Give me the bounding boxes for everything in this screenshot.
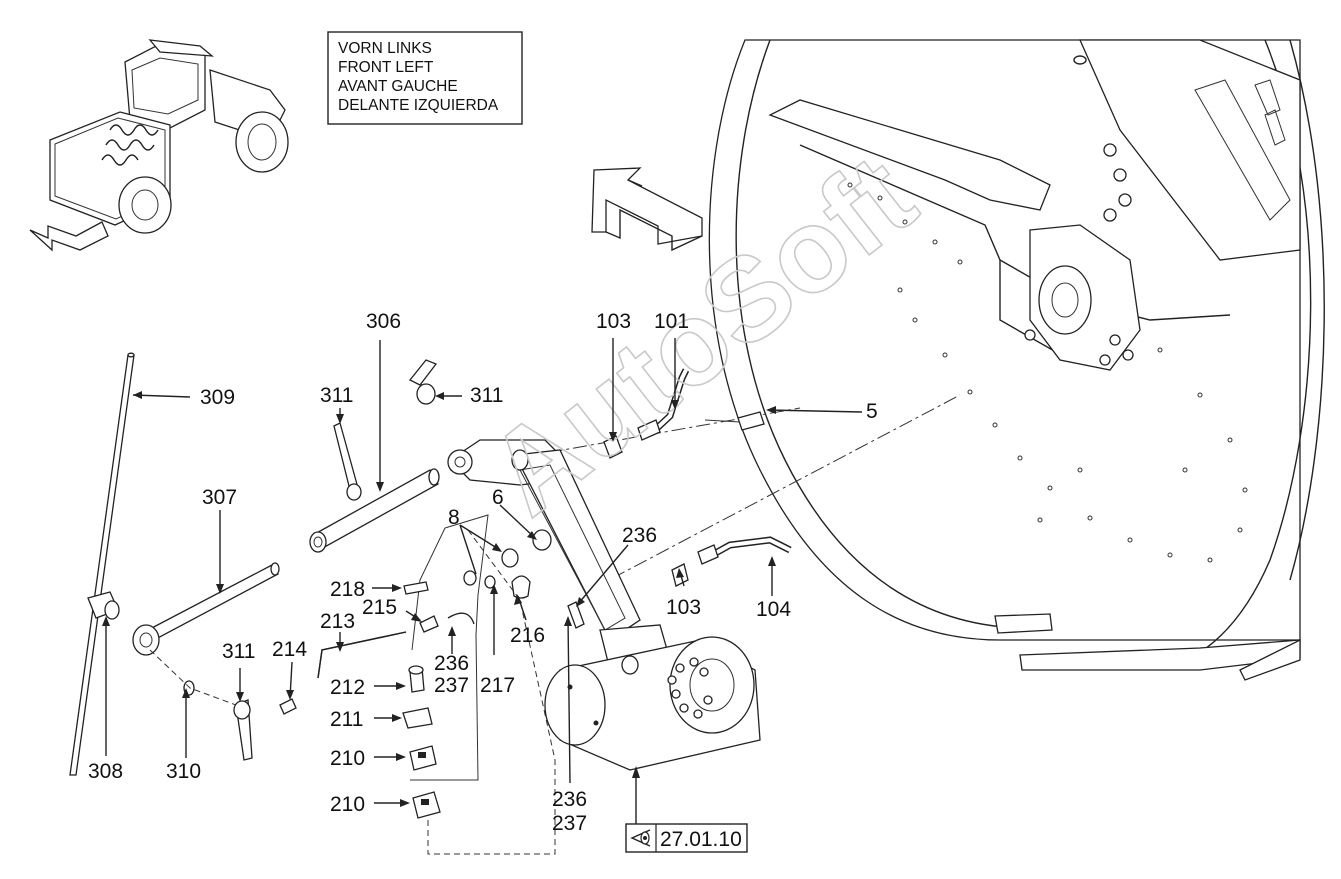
- callout-6: 6: [492, 486, 504, 509]
- drum-motor: [544, 636, 761, 771]
- hub-bolts: [1024, 143, 1134, 366]
- motor-bolt-ring: [667, 657, 713, 719]
- drum-face-holes: [847, 182, 1248, 563]
- callout-215: 215: [362, 596, 397, 619]
- callout-310: 310: [166, 760, 201, 783]
- callout-217: 217: [480, 674, 515, 697]
- nut-211: [402, 707, 433, 729]
- callout-103-upper: 103: [596, 310, 631, 333]
- callout-307: 307: [202, 486, 237, 509]
- clamp-308: [87, 591, 120, 620]
- shaft-306: [309, 468, 440, 553]
- direction-line-es: DELANTE IZQUIERDA: [338, 97, 499, 114]
- page-reference: 27.01.10: [625, 823, 748, 853]
- hose-104: [697, 536, 792, 565]
- nut-210-a: [409, 745, 437, 771]
- callout-236-bottom: 236: [552, 788, 587, 811]
- callout-212: 212: [330, 676, 365, 699]
- fitting-214: [279, 698, 297, 715]
- callout-213: 213: [320, 610, 355, 633]
- callout-218: 218: [330, 578, 365, 601]
- callout-237-left: 237: [434, 674, 469, 697]
- callout-5: 5: [866, 400, 878, 423]
- direction-line-en: FRONT LEFT: [338, 59, 434, 76]
- direction-legend: VORN LINKS FRONT LEFT AVANT GAUCHE DELAN…: [327, 31, 523, 125]
- callout-labels: 309 306 311 311 307 311 308 310 218 215 …: [88, 310, 878, 835]
- callout-214: 214: [272, 638, 307, 661]
- callout-311-upper: 311: [470, 384, 503, 407]
- callout-309: 309: [200, 386, 235, 409]
- callout-236-left: 236: [434, 652, 469, 675]
- drum-assembly: [708, 39, 1325, 681]
- roller-overview-thumbnail: [29, 39, 289, 252]
- bolt-212: [408, 665, 425, 693]
- callout-237-bottom: 237: [552, 812, 587, 835]
- hose-236-short: [447, 612, 475, 625]
- callout-210-upper: 210: [330, 747, 365, 770]
- reference-label: 27.01.10: [660, 828, 742, 851]
- lever-311-upper: [408, 359, 438, 405]
- hose-101: [637, 368, 690, 441]
- callout-311-lower: 311: [222, 640, 255, 663]
- front-direction-arrow: [591, 167, 703, 252]
- callout-103-lower: 103: [666, 596, 701, 619]
- leader-lines: [102, 338, 863, 824]
- fitting-215: [419, 615, 439, 633]
- bracket-236: [567, 601, 585, 629]
- lever-311-mid: [333, 422, 362, 501]
- eye-view-icon: [630, 829, 651, 847]
- callout-211: 211: [330, 708, 363, 731]
- callout-101: 101: [654, 310, 689, 333]
- callout-308: 308: [88, 760, 123, 783]
- callout-8: 8: [448, 506, 460, 529]
- callout-216: 216: [510, 624, 545, 647]
- hose-5: [704, 411, 765, 431]
- callout-306: 306: [366, 310, 401, 333]
- callout-104: 104: [756, 598, 791, 621]
- callout-210-lower: 210: [330, 793, 365, 816]
- rod-309: [69, 352, 135, 776]
- bolt-218: [403, 581, 429, 595]
- direction-line-de: VORN LINKS: [338, 40, 432, 57]
- nut-210-b: [412, 791, 441, 819]
- hose-213: [317, 631, 407, 679]
- swing-arm: [447, 439, 671, 671]
- lever-311-lower: [149, 649, 253, 761]
- callout-236-right: 236: [622, 524, 657, 547]
- fittings-8: [463, 548, 531, 599]
- shaft-307: [132, 562, 280, 656]
- callout-311-mid: 311: [320, 384, 353, 407]
- direction-line-fr: AVANT GAUCHE: [338, 78, 458, 95]
